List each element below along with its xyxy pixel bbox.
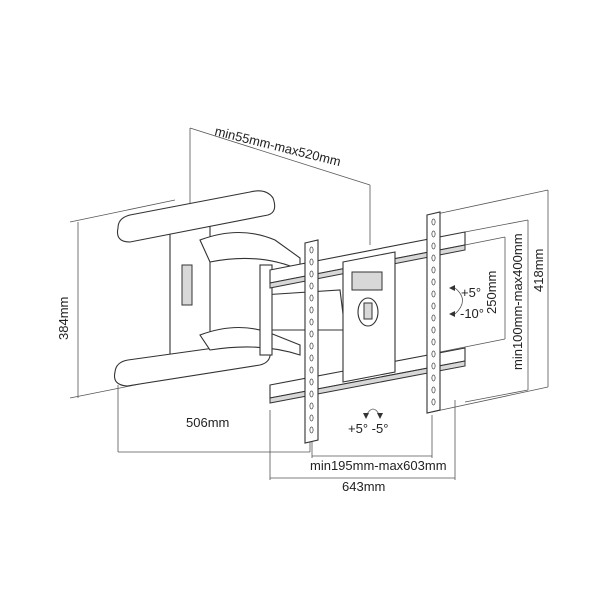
bar-hole bbox=[309, 390, 314, 398]
bar-hole bbox=[309, 294, 314, 302]
vesa-vertical-label: min100mm-max400mm bbox=[510, 233, 525, 370]
center-plate bbox=[342, 251, 396, 383]
bar-hole bbox=[431, 398, 436, 406]
tilt-arrow-icon bbox=[454, 287, 463, 315]
bar-hole bbox=[309, 330, 314, 338]
tilt-up-label: +5° bbox=[461, 285, 481, 300]
vertical-bar-left bbox=[304, 239, 319, 444]
vesa-horizontal-label: min195mm-max603mm bbox=[310, 458, 447, 473]
bar-hole bbox=[431, 338, 436, 346]
bar-hole bbox=[309, 318, 314, 326]
bar-hole bbox=[431, 386, 436, 394]
bar-hole bbox=[309, 342, 314, 350]
swivel-label: +5° -5° bbox=[348, 421, 388, 436]
depth-label: min55mm-max520mm bbox=[213, 123, 342, 169]
bar-hole bbox=[309, 282, 314, 290]
bar-hole bbox=[431, 290, 436, 298]
bar-hole bbox=[431, 242, 436, 250]
bar-hole bbox=[309, 246, 314, 254]
bar-hole bbox=[309, 414, 314, 422]
bar-hole bbox=[309, 354, 314, 362]
bar-hole bbox=[431, 314, 436, 322]
wall-plate-height-label: 384mm bbox=[56, 297, 71, 340]
bar-hole bbox=[309, 366, 314, 374]
bar-hole bbox=[431, 374, 436, 382]
vertical-rail-gap-label: 250mm bbox=[484, 271, 499, 314]
swivel-arrow-icon bbox=[365, 408, 381, 417]
bar-hole bbox=[431, 266, 436, 274]
bar-hole bbox=[309, 270, 314, 278]
tilt-arrow-head-icon bbox=[449, 285, 455, 317]
bar-hole bbox=[431, 362, 436, 370]
bar-hole bbox=[431, 302, 436, 310]
dimension-lines bbox=[69, 127, 549, 480]
arm-bottom bbox=[113, 327, 301, 387]
tilt-down-label: -10° bbox=[460, 306, 484, 321]
swivel-arrow-head-icon bbox=[363, 413, 383, 419]
bar-hole bbox=[309, 378, 314, 386]
arm-top bbox=[116, 190, 301, 271]
bar-holes bbox=[309, 218, 436, 434]
bar-hole bbox=[431, 254, 436, 262]
bar-hole bbox=[309, 426, 314, 434]
wall-plate-width-label: 506mm bbox=[186, 415, 229, 430]
vertical-bar-right bbox=[426, 211, 441, 414]
bar-hole bbox=[431, 230, 436, 238]
bar-hole bbox=[309, 306, 314, 314]
bar-hole bbox=[431, 218, 436, 226]
bar-hole bbox=[309, 402, 314, 410]
bracket-height-label: 418mm bbox=[531, 249, 546, 292]
bar-hole bbox=[431, 326, 436, 334]
bar-hole bbox=[431, 278, 436, 286]
bar-hole bbox=[431, 350, 436, 358]
bar-hole bbox=[309, 258, 314, 266]
bracket-width-label: 643mm bbox=[342, 479, 385, 494]
center-arm bbox=[259, 264, 346, 356]
